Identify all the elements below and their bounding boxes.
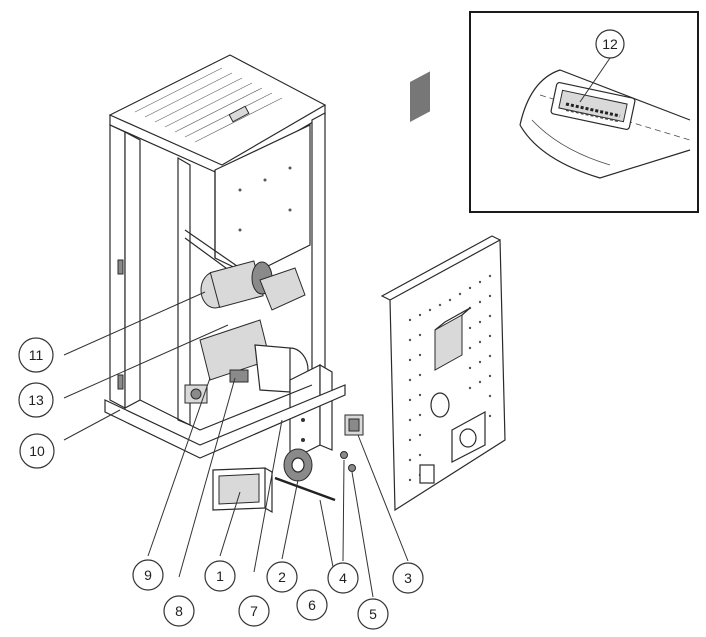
callout-4: 4 <box>327 562 359 594</box>
callout-8-label: 8 <box>175 603 183 619</box>
callout-2: 2 <box>266 561 298 593</box>
callout-10-label: 10 <box>29 443 45 459</box>
callout-2-label: 2 <box>278 569 286 585</box>
callout-13: 13 <box>18 382 54 418</box>
part-3-switch <box>344 414 364 436</box>
part-12-connector <box>550 81 636 131</box>
callout-1: 1 <box>204 560 236 592</box>
stove-body <box>104 54 346 461</box>
part-4-fitting <box>340 451 348 459</box>
callout-4-label: 4 <box>339 570 347 586</box>
part-2-fan-wheel <box>283 448 313 482</box>
auger-motor <box>200 260 306 311</box>
part-6-rod <box>274 476 336 502</box>
callout-9-label: 9 <box>144 567 152 583</box>
callout-12-label: 12 <box>602 36 618 52</box>
callout-5-label: 5 <box>369 606 377 622</box>
detail-inset <box>469 11 699 213</box>
callout-11: 11 <box>18 337 54 373</box>
rear-panel <box>380 71 506 512</box>
part-5-fitting <box>348 464 356 472</box>
callout-1-label: 1 <box>216 568 224 584</box>
callout-7-label: 7 <box>250 603 258 619</box>
part-1-control-panel <box>212 467 273 514</box>
callout-6-label: 6 <box>308 597 316 613</box>
callout-11-label: 11 <box>29 347 44 363</box>
callout-6: 6 <box>296 589 328 621</box>
callout-12: 12 <box>595 29 625 59</box>
callout-7: 7 <box>238 595 270 627</box>
callout-8: 8 <box>163 595 195 627</box>
callout-3: 3 <box>392 562 424 594</box>
leader-lines <box>63 57 611 598</box>
callout-5: 5 <box>357 598 389 630</box>
callout-10: 10 <box>19 433 55 469</box>
callout-9: 9 <box>132 559 164 591</box>
callout-13-label: 13 <box>28 392 44 408</box>
callout-3-label: 3 <box>404 570 412 586</box>
